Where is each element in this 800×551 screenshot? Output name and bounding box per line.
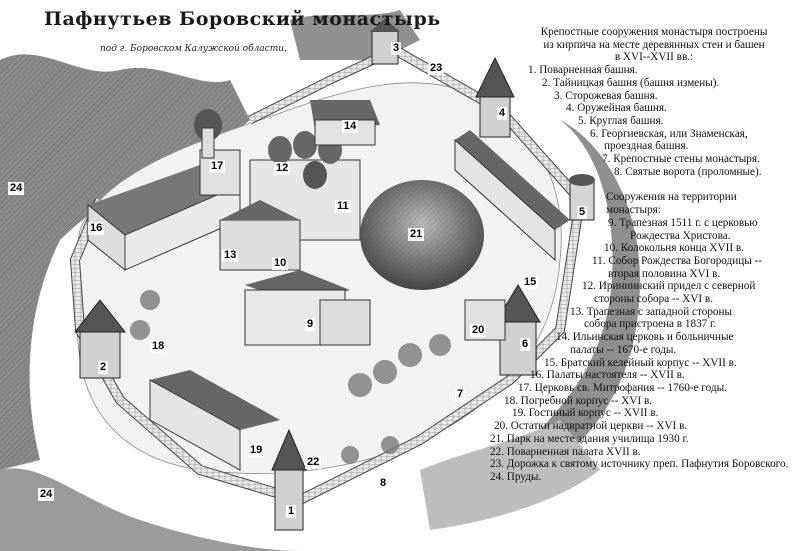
marker-22: 22 — [305, 456, 322, 469]
legend-item: палаты -- 1670-е годы. — [570, 343, 677, 356]
legend: Крепостные сооружения монастыря построен… — [490, 26, 800, 546]
marker-12: 12 — [274, 162, 291, 175]
marker-18: 18 — [150, 340, 167, 353]
marker-6: 6 — [520, 338, 531, 351]
legend-item: 18. Погребной корпус -- XVI в. — [504, 394, 653, 407]
legend-item: 4. Оружейная башня. — [566, 102, 667, 115]
marker-20: 20 — [470, 324, 487, 337]
tower-1 — [271, 428, 307, 531]
marker-8: 8 — [378, 477, 389, 490]
legend-item: 20. Остатки надвратной церкви -- XVI в. — [494, 420, 688, 433]
marker-24-bottom: 24 — [38, 488, 55, 501]
towers — [73, 18, 595, 531]
legend-intro: Крепостные сооружения монастыря построен… — [490, 26, 800, 64]
trees — [130, 290, 451, 464]
marker-17: 17 — [209, 160, 226, 173]
legend-item: стороны собора -- XVI в. — [594, 293, 713, 306]
forest-background — [0, 10, 640, 551]
marker-10: 10 — [272, 257, 289, 270]
building-19 — [149, 370, 280, 471]
legend-item: проездная башня. — [604, 140, 689, 153]
legend-item: 6. Георгиевская, или Знаменская, — [590, 127, 748, 140]
marker-19: 19 — [248, 444, 265, 457]
legend-item: 12. Ириниинский придел с северной — [582, 280, 756, 293]
marker-13: 13 — [222, 249, 239, 262]
legend-item: 16. Палаты настоятеля -- XVII в. — [530, 369, 685, 382]
marker-14: 14 — [342, 120, 359, 133]
legend-item: 22. Поварненная палата XVII в. — [490, 445, 641, 458]
marker-7: 7 — [455, 388, 466, 401]
marker-5: 5 — [577, 206, 588, 219]
marker-16: 16 — [88, 222, 105, 235]
buildings — [87, 100, 570, 471]
legend-item: 23. Дорожка к святому источнику преп. Па… — [490, 458, 789, 471]
legend-item: 17. Церковь св. Митрофания -- 1760-е год… — [518, 381, 727, 394]
legend-item: 2. Тайницкая башня (башня измены). — [542, 76, 720, 89]
marker-9: 9 — [305, 318, 316, 331]
legend-intro-line: в XVI--XVII вв.: — [614, 51, 694, 64]
legend-item: 11. Собор Рождества Богородицы -- — [592, 254, 762, 267]
legend-intro-line: Крепостные сооружения монастыря построен… — [540, 26, 768, 38]
legend-heading: монастыря: — [606, 204, 661, 217]
legend-item: 21. Парк на месте здания училища 1930 г. — [490, 432, 689, 445]
legend-item: собора пристроена в 1837 г. — [584, 318, 717, 331]
legend-item: вторая половина XVI в. — [608, 267, 721, 280]
refectory-9 — [244, 270, 371, 346]
legend-item: 5. Круглая башня. — [578, 114, 664, 127]
legend-item: 15. Братский келейный корпус -- XVII в. — [544, 356, 737, 369]
marker-23: 23 — [428, 62, 445, 75]
tower-6 — [495, 284, 541, 376]
legend-item: Рождества Христова. — [630, 229, 731, 242]
page-title: Пафнутьев Боровский монастырь — [44, 8, 441, 30]
marker-21: 21 — [408, 228, 425, 241]
marker-4: 4 — [497, 107, 508, 120]
marker-3: 3 — [391, 42, 402, 55]
marker-1: 1 — [286, 505, 297, 518]
legend-item: 8. Святые ворота (проломные). — [614, 165, 762, 178]
legend-item: 19. Гостиный корпус -- XVII в. — [512, 407, 659, 420]
legend-intro-line: из кирпича на месте деревянных стен и ба… — [543, 38, 765, 51]
marker-11: 11 — [335, 200, 351, 213]
legend-item: 9. Трапезная 1511 г. с церковью — [608, 216, 758, 229]
legend-item: 1. Поварненная башня. — [528, 64, 638, 77]
legend-item: 13. Трапезная с западной стороны — [570, 305, 733, 318]
legend-item: 7. Крепостные стены монастыря. — [602, 153, 760, 166]
building-15 — [454, 130, 570, 262]
legend-item: 24. Пруды. — [490, 470, 542, 483]
marker-24-top: 24 — [8, 182, 25, 195]
legend-item: 14. Ильинская церковь и больничные — [556, 331, 734, 344]
legend-item: 3. Сторожевая башня. — [554, 89, 658, 102]
page-subtitle: под г. Боровском Калужской области. — [100, 44, 287, 54]
marker-15: 15 — [522, 276, 539, 289]
building-14 — [310, 100, 380, 146]
legend-item: 10. Колокольня конца XVII в. — [604, 242, 744, 255]
marker-2: 2 — [98, 361, 109, 374]
legend-heading: Сооружения на территории — [606, 191, 737, 204]
tower-2 — [73, 299, 127, 379]
